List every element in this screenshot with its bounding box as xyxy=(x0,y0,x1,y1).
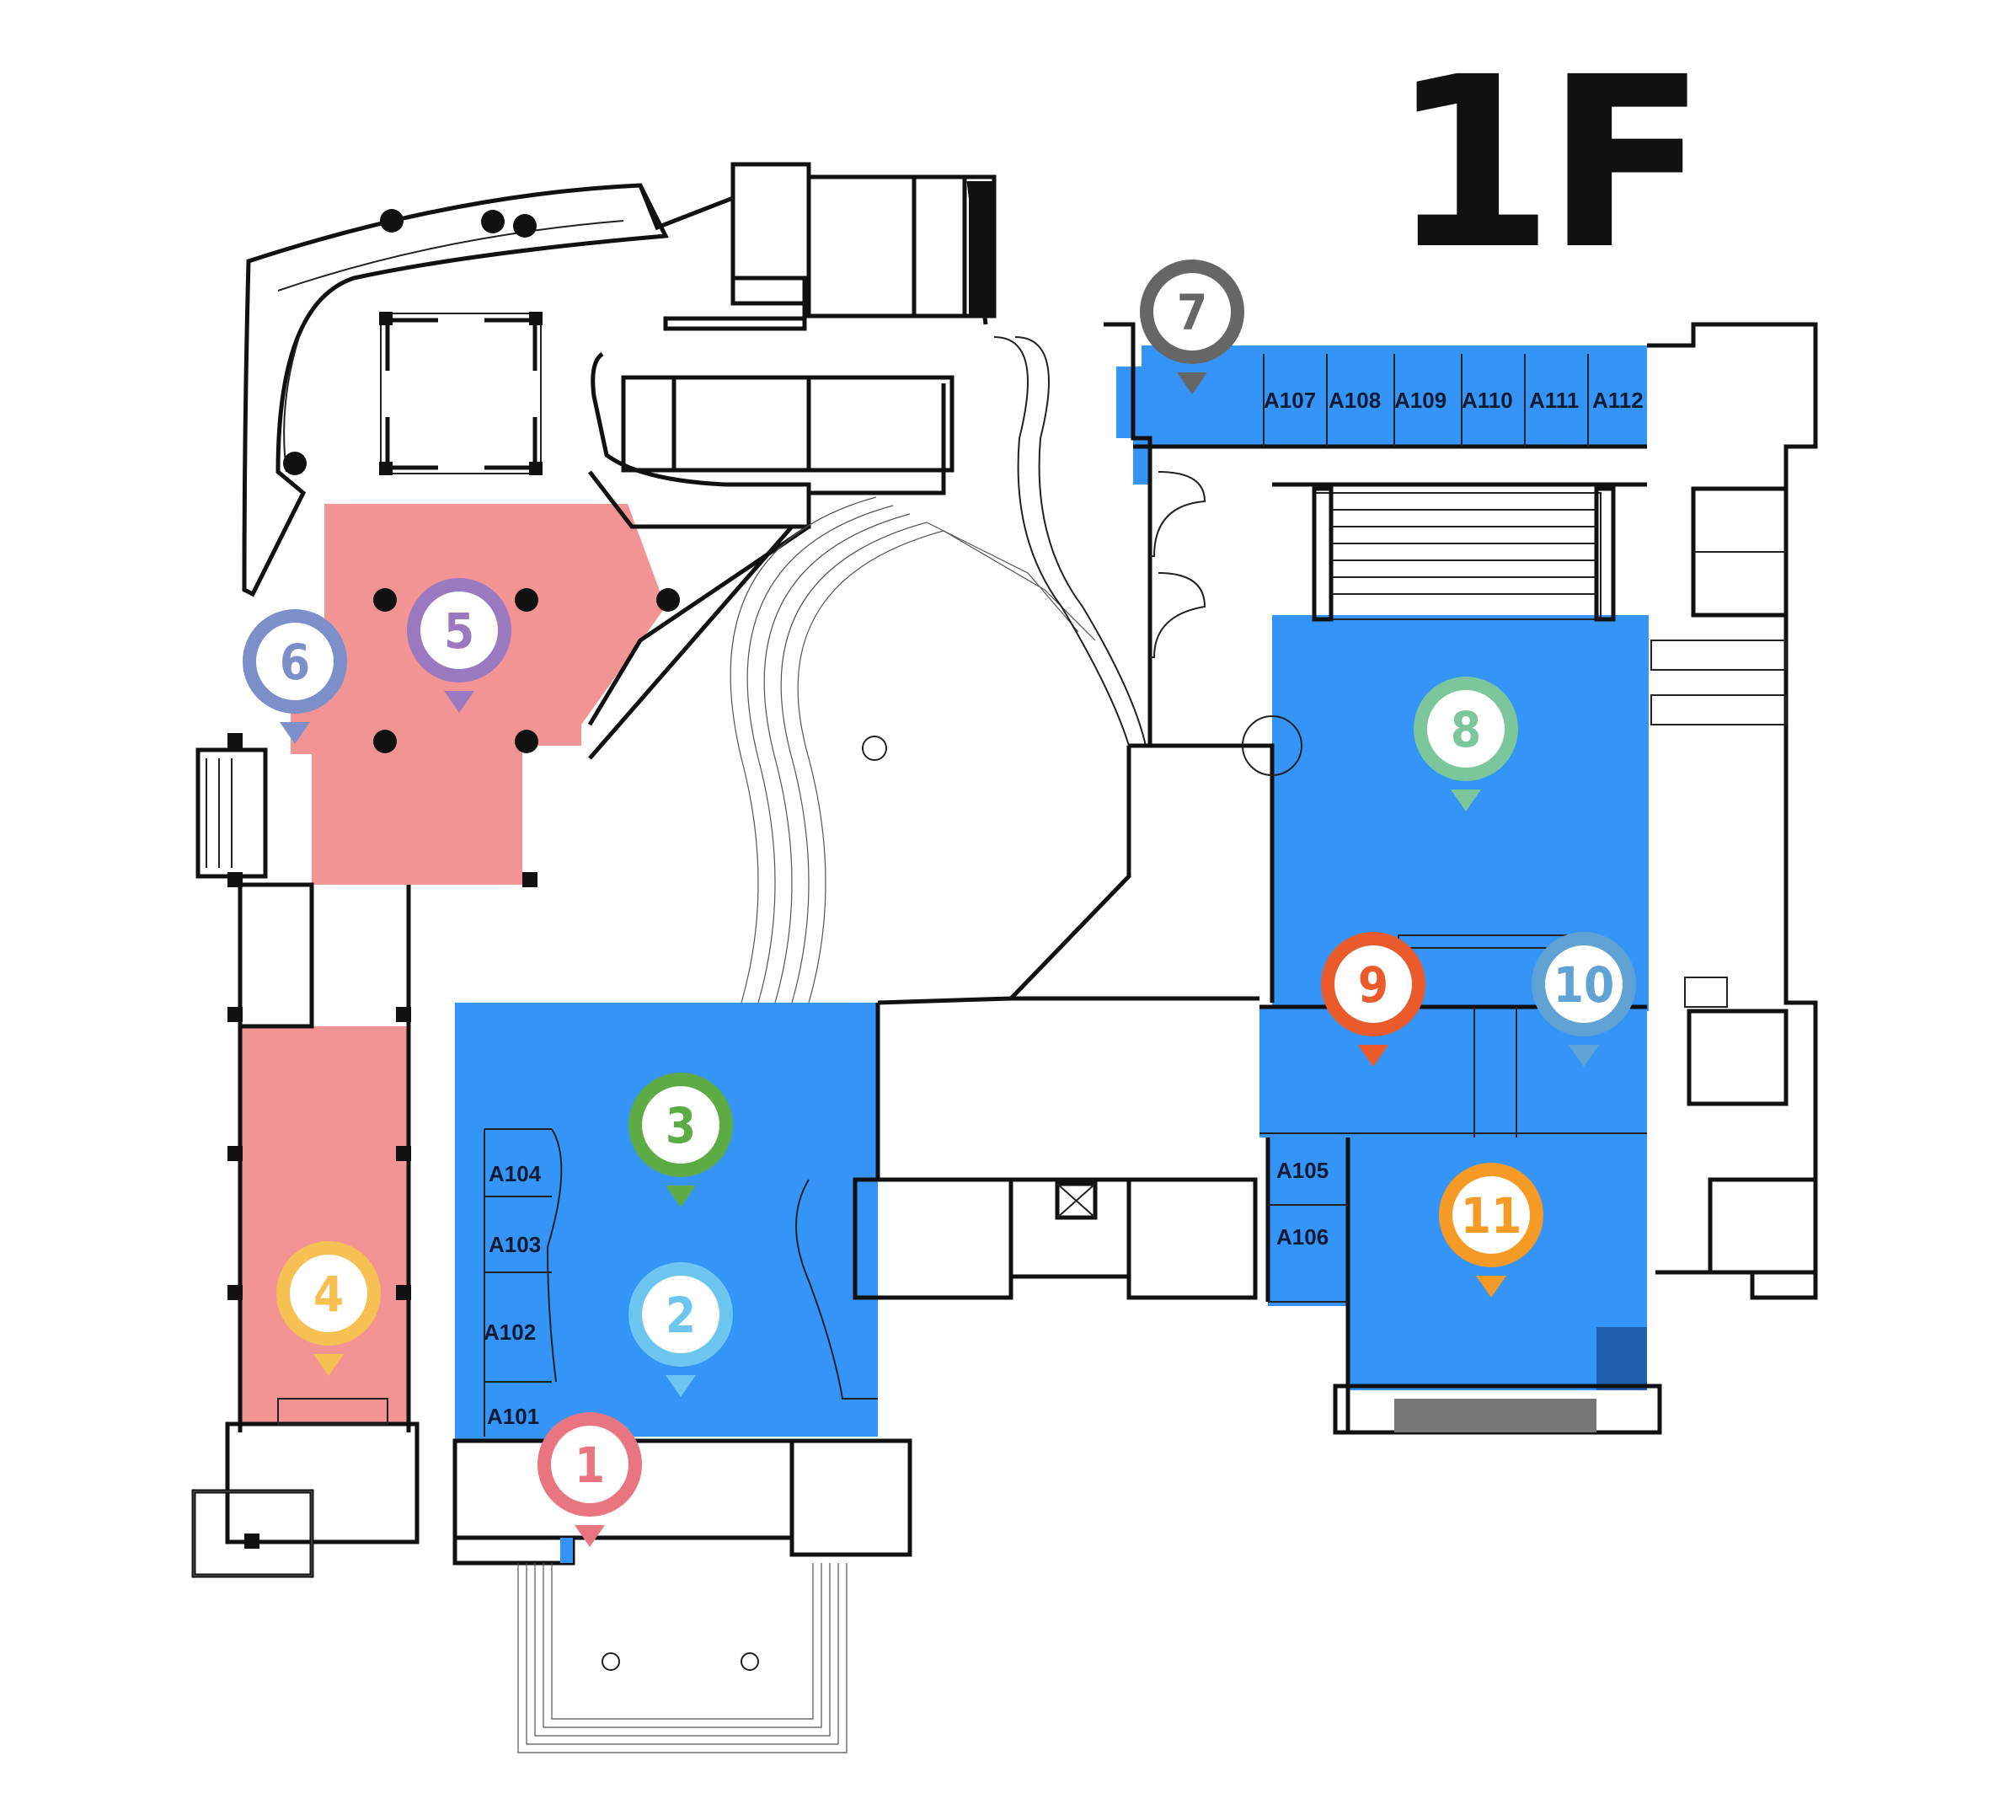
floor-title: 1F xyxy=(1390,27,1707,302)
zone-11-area[interactable] xyxy=(1268,1138,1647,1390)
room-a111-label[interactable]: A111 xyxy=(1529,388,1579,413)
marker-6-pin[interactable]: 6 xyxy=(243,609,347,744)
marker-10-label: 10 xyxy=(1553,956,1615,1014)
zone-lobby-area[interactable] xyxy=(455,1003,878,1441)
room-a104-label[interactable]: A104 xyxy=(489,1161,542,1186)
room-a109-label[interactable]: A109 xyxy=(1394,388,1446,413)
room-a101-label[interactable]: A101 xyxy=(487,1404,539,1429)
room-labels: A104 A103 A102 A101 A105 A106 A107 A108 … xyxy=(484,388,1644,1429)
marker-5-pin[interactable]: 5 xyxy=(407,578,511,713)
room-a107-label[interactable]: A107 xyxy=(1264,388,1316,413)
marker-8-label: 8 xyxy=(1451,701,1481,758)
marker-2-pin[interactable]: 2 xyxy=(628,1262,733,1397)
marker-9-pin[interactable]: 9 xyxy=(1321,932,1425,1067)
marker-6-label: 6 xyxy=(280,634,310,691)
room-a108-label[interactable]: A108 xyxy=(1329,388,1381,413)
dark-blue-corner xyxy=(1596,1327,1647,1390)
marker-11-pin[interactable]: 11 xyxy=(1439,1163,1543,1298)
marker-2-label: 2 xyxy=(666,1287,696,1344)
marker-8-pin[interactable]: 8 xyxy=(1414,677,1518,811)
walls xyxy=(191,162,1818,1753)
room-a110-label[interactable]: A110 xyxy=(1462,388,1513,413)
room-a105-fill xyxy=(1268,1138,1348,1306)
location-markers: 1 2 3 4 5 6 7 8 9 10 11 xyxy=(243,260,1636,1547)
marker-3-pin[interactable]: 3 xyxy=(628,1073,733,1207)
marker-7-label: 7 xyxy=(1177,284,1207,341)
marker-1-pin[interactable]: 1 xyxy=(537,1412,642,1547)
marker-11-label: 11 xyxy=(1461,1187,1522,1245)
marker-5-label: 5 xyxy=(444,602,474,660)
room-a105-label[interactable]: A105 xyxy=(1276,1158,1329,1183)
room-a112-label[interactable]: A112 xyxy=(1592,388,1644,413)
marker-4-pin[interactable]: 4 xyxy=(276,1241,381,1376)
marker-3-label: 3 xyxy=(666,1097,696,1154)
room-a102-label[interactable]: A102 xyxy=(484,1320,536,1345)
room-a106-label[interactable]: A106 xyxy=(1276,1224,1329,1250)
marker-10-pin[interactable]: 10 xyxy=(1532,932,1636,1067)
marker-4-label: 4 xyxy=(313,1266,344,1323)
zone-7-area[interactable] xyxy=(1116,345,1647,447)
marker-7-pin[interactable]: 7 xyxy=(1140,260,1244,394)
marker-9-label: 9 xyxy=(1358,956,1388,1014)
zone-7-stub xyxy=(1133,438,1150,484)
marker-1-label: 1 xyxy=(575,1437,605,1494)
room-a103-label[interactable]: A103 xyxy=(489,1232,541,1257)
